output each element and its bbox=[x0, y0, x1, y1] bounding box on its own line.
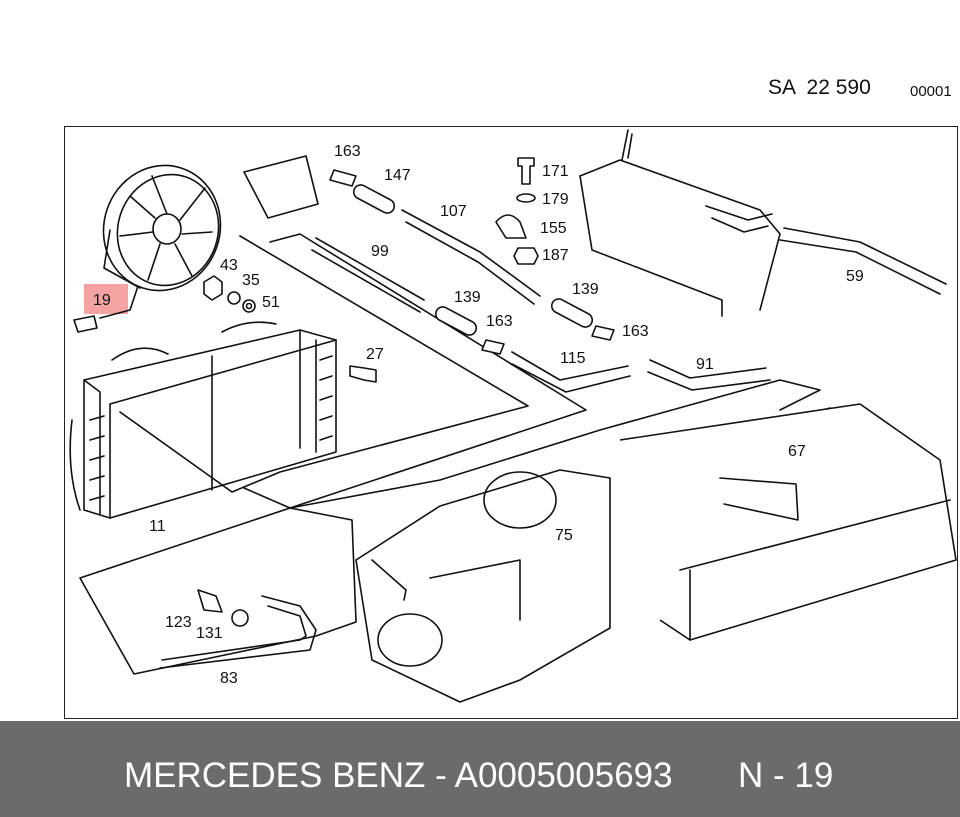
callout-51: 51 bbox=[262, 294, 280, 311]
footer-bar bbox=[0, 721, 960, 817]
callout-131: 131 bbox=[196, 625, 223, 642]
callout-35: 35 bbox=[242, 272, 260, 289]
bolt-27 bbox=[349, 365, 377, 383]
callout-139: 139 bbox=[454, 289, 481, 306]
footer-part-number: MERCEDES BENZ - A0005005693 bbox=[124, 756, 673, 795]
bracket-155 bbox=[495, 214, 527, 239]
diagram-frame bbox=[64, 126, 958, 719]
callout-139: 139 bbox=[572, 281, 599, 298]
callout-59: 59 bbox=[846, 268, 864, 285]
callout-187: 187 bbox=[542, 247, 569, 264]
sensor-123 bbox=[197, 589, 223, 613]
callout-43: 43 bbox=[220, 257, 238, 274]
diagram-code: 00001 bbox=[910, 83, 952, 100]
callout-155: 155 bbox=[540, 220, 567, 237]
callout-179: 179 bbox=[542, 191, 569, 208]
temp-switch-19 bbox=[73, 315, 98, 333]
callout-67: 67 bbox=[788, 443, 806, 460]
fan-wire bbox=[99, 285, 139, 319]
expansion-tank bbox=[579, 129, 781, 317]
clamp-163 bbox=[329, 169, 357, 187]
callout-163: 163 bbox=[334, 143, 361, 160]
seal-131 bbox=[231, 609, 249, 627]
fan-shroud bbox=[102, 164, 222, 292]
callout-171: 171 bbox=[542, 163, 569, 180]
bolt-171 bbox=[517, 157, 535, 185]
callout-83: 83 bbox=[220, 670, 238, 687]
radiator bbox=[69, 321, 337, 519]
callout-123: 123 bbox=[165, 614, 192, 631]
footer-position: N - 19 bbox=[738, 756, 834, 795]
callout-11: 11 bbox=[149, 518, 166, 535]
callout-99: 99 bbox=[371, 243, 389, 260]
callout-147: 147 bbox=[384, 167, 411, 184]
heater-box bbox=[355, 403, 957, 703]
tray-outline bbox=[119, 235, 529, 493]
callout-163: 163 bbox=[622, 323, 649, 340]
callout-115: 115 bbox=[560, 350, 586, 367]
callout-19: 19 bbox=[93, 292, 111, 309]
callout-163: 163 bbox=[486, 313, 513, 330]
highlight-box bbox=[84, 284, 128, 314]
callout-107: 107 bbox=[440, 203, 467, 220]
nut-43 bbox=[203, 275, 223, 301]
callout-91: 91 bbox=[696, 356, 714, 373]
washer-35 bbox=[227, 291, 241, 305]
callout-27: 27 bbox=[366, 346, 384, 363]
callout-75: 75 bbox=[555, 527, 573, 544]
diagram-reference: SA 22 590 bbox=[768, 76, 871, 99]
